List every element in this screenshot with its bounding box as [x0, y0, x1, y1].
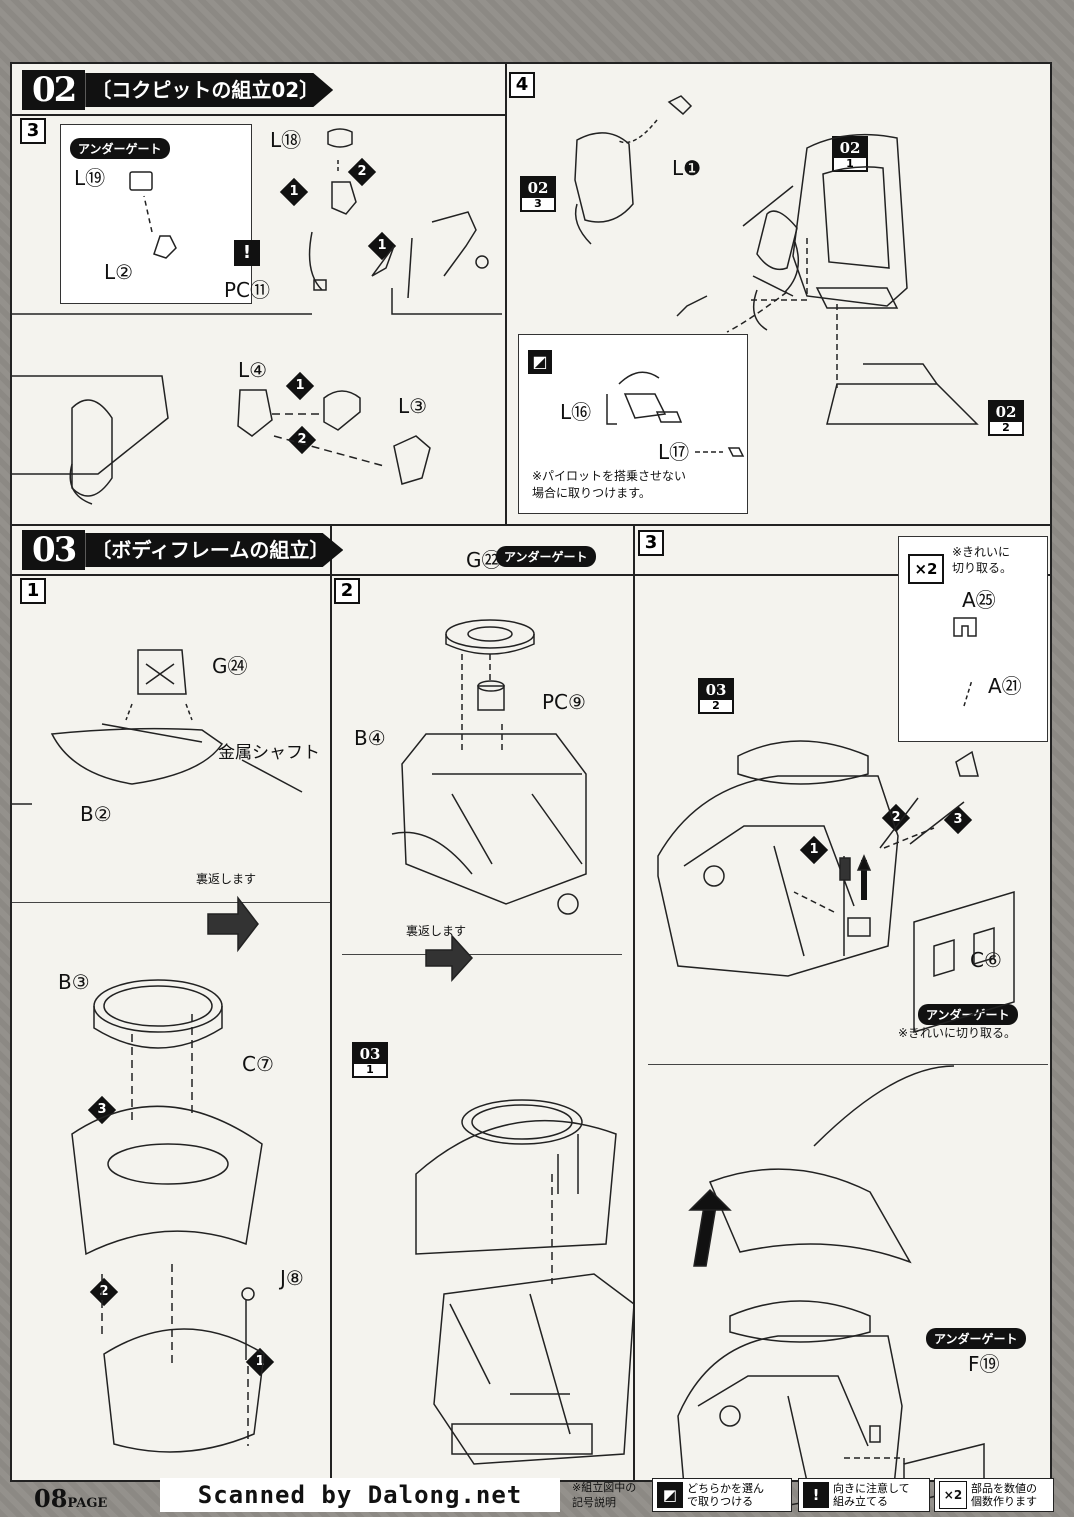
divider	[330, 524, 332, 1482]
step-number: 2	[334, 578, 360, 604]
section-title: 〔コクピットの組立02〕	[85, 73, 334, 107]
divider	[12, 114, 505, 116]
part-label: L③	[398, 394, 428, 418]
part-label: C⑦	[242, 1052, 274, 1076]
step-number: 3	[20, 118, 46, 144]
legend-title: ※組立図中の 記号説明	[572, 1481, 637, 1509]
under-gate-badge: アンダーゲート	[70, 138, 170, 159]
divider	[12, 902, 330, 903]
legend-text: 向きに注意して 組み立てる	[833, 1482, 910, 1508]
page-footer: 08PAGE Scanned by Dalong.net ※組立図中の 記号説明…	[20, 1478, 1054, 1514]
step-number: 3	[638, 530, 664, 556]
section-02-header: 02 〔コクピットの組立02〕	[22, 70, 334, 110]
under-gate-badge: アンダーゲート	[918, 1004, 1018, 1025]
cockpit-parts-drawing	[12, 128, 502, 505]
part-label: L⑯	[560, 400, 592, 424]
part-label: A㉑	[988, 674, 1022, 698]
part-label: F⑲	[968, 1352, 1000, 1376]
section-number: 02	[22, 70, 86, 110]
either-option-icon: ◩	[528, 350, 552, 374]
part-label: PC⑨	[542, 690, 586, 714]
instruction-page: 02 〔コクピットの組立02〕 3 4 アンダーゲート L⑲ L② L⑱ PC⑪…	[10, 62, 1052, 1507]
part-label: 金属シャフト	[218, 743, 320, 763]
step-number: 4	[509, 72, 535, 98]
page-number: 08PAGE	[34, 1484, 108, 1513]
body-frame-step1-drawing	[12, 649, 303, 1453]
option-inset	[518, 334, 748, 514]
clean-cut-note: ※きれいに切り取る。	[898, 1026, 1017, 1040]
step-number: 1	[20, 578, 46, 604]
part-label: B②	[80, 802, 112, 826]
section-number: 03	[22, 530, 86, 570]
part-label: L❶	[672, 156, 702, 180]
divider	[633, 524, 635, 1482]
part-label: J⑧	[280, 1266, 304, 1290]
times-two-icon: ×2	[939, 1481, 967, 1509]
flip-note: 裏返します	[196, 872, 257, 886]
flip-note: 裏返します	[406, 924, 467, 938]
caution-icon: !	[803, 1482, 829, 1508]
times-two-icon: ×2	[908, 554, 944, 584]
seat-drawing	[574, 95, 979, 457]
either-option-icon: ◩	[657, 1482, 683, 1508]
legend-item: ×2 部品を数値の 個数作ります	[934, 1478, 1054, 1512]
caution-icon: !	[234, 240, 260, 266]
part-label: L⑰	[658, 440, 690, 464]
legend-item: ◩ どちらかを選ん で取りつける	[652, 1478, 792, 1512]
part-label: G㉒	[466, 548, 502, 572]
part-label: L④	[238, 358, 268, 382]
legend-item: ! 向きに注意して 組み立てる	[798, 1478, 930, 1512]
clean-cut-note: ※きれいに 切り取る。	[952, 545, 1013, 575]
part-label: B③	[58, 970, 90, 994]
body-frame-step2-drawing	[391, 619, 635, 1465]
under-gate-badge: アンダーゲート	[496, 546, 596, 567]
part-label: L⑱	[270, 128, 302, 152]
part-label: L⑲	[74, 166, 106, 190]
divider	[342, 954, 622, 955]
part-label: G㉔	[212, 654, 248, 678]
section-title: 〔ボディフレームの組立〕	[85, 533, 344, 567]
part-label: L②	[104, 260, 134, 284]
legend-text: どちらかを選ん で取りつける	[687, 1482, 764, 1508]
part-label: A㉕	[962, 588, 996, 612]
section-03-header: 03 〔ボディフレームの組立〕	[22, 530, 344, 570]
divider	[12, 574, 1052, 576]
divider	[12, 524, 1052, 526]
under-gate-badge: アンダーゲート	[926, 1328, 1026, 1349]
pilot-note: ※パイロットを搭乗させない 場合に取りつけます。	[532, 469, 687, 500]
part-label: B④	[354, 726, 386, 750]
body-frame-step3-drawing	[657, 617, 1015, 1507]
scanner-credit: Scanned by Dalong.net	[160, 1478, 560, 1512]
part-label: PC⑪	[224, 278, 271, 302]
legend-text: 部品を数値の 個数作ります	[971, 1482, 1037, 1508]
divider	[505, 64, 507, 524]
divider	[648, 1064, 1048, 1065]
